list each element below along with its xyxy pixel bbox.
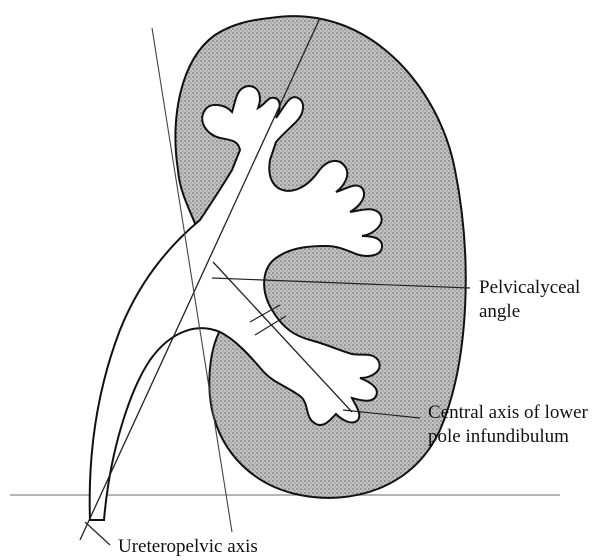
- pelvicalyceal-angle-label-line2: angle: [479, 300, 520, 324]
- ureteropelvic-leader: [85, 522, 110, 545]
- ureteropelvic-axis-label: Ureteropelvic axis: [118, 535, 258, 559]
- pelvicalyceal-angle-label: Pelvicalyceal: [479, 276, 580, 300]
- infundibulum-axis-label: Central axis of lower: [428, 401, 588, 425]
- infundibulum-axis-label-line2: pole infundibulum: [428, 425, 569, 449]
